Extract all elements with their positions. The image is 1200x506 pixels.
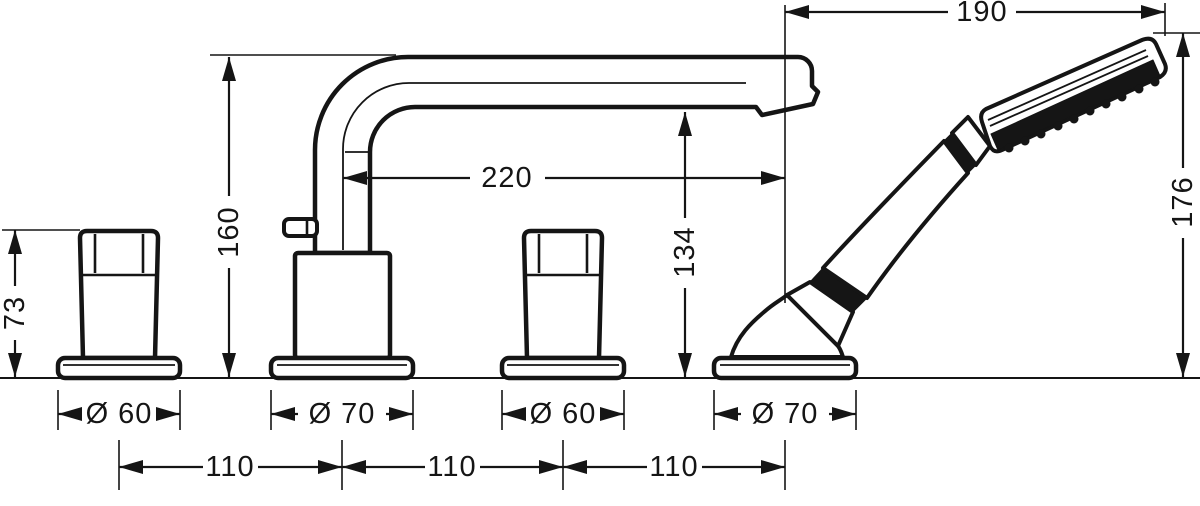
dimension-176: 176 [1167, 33, 1199, 377]
dia-label-2: Ø 70 [309, 398, 376, 430]
handle-left [55, 228, 183, 381]
dim-label-220: 220 [481, 162, 532, 194]
dia-label-3: Ø 60 [530, 398, 597, 430]
spacing-label-1: 110 [205, 451, 254, 483]
dim-label-190: 190 [956, 0, 1007, 28]
dim-label-73: 73 [0, 296, 31, 330]
dimension-110-2: 110 [342, 451, 563, 483]
dimension-110-1: 110 [119, 451, 342, 483]
spacing-label-2: 110 [427, 451, 476, 483]
dimension-220: 220 [343, 162, 785, 194]
spout-base-body [292, 250, 393, 361]
dimension-73: 73 [0, 230, 31, 377]
spout [268, 54, 821, 381]
spout-mid-line [342, 82, 746, 250]
handle-left-escutcheon [55, 355, 183, 381]
dimension-110-3: 110 [563, 451, 785, 483]
spout-diverter-knob [282, 217, 319, 238]
dimension-dia-60-right: Ø 60 [502, 398, 624, 430]
dimension-dia-70-shower: Ø 70 [714, 398, 856, 430]
spout-outline [312, 54, 821, 256]
shower-nozzle-bumps [1004, 77, 1160, 153]
dimension-dia-60-left: Ø 60 [58, 398, 180, 430]
dimension-190: 190 [785, 0, 1165, 28]
shower-holder-cone [729, 293, 845, 359]
hand-shower [711, 36, 1168, 381]
dia-label-1: Ø 60 [86, 398, 153, 430]
shower-handle-shaft [821, 139, 970, 300]
handle-right [499, 228, 627, 381]
spacing-label-3: 110 [649, 451, 698, 483]
handle-right-escutcheon [499, 355, 627, 381]
shower-escutcheon [711, 355, 859, 381]
dim-label-160: 160 [213, 206, 245, 257]
dimension-160: 160 [213, 57, 245, 377]
dimension-134: 134 [669, 112, 701, 377]
dia-label-4: Ø 70 [752, 398, 819, 430]
dim-label-176: 176 [1167, 176, 1199, 227]
dimension-dia-70-spout: Ø 70 [271, 398, 413, 430]
dim-label-134: 134 [669, 226, 701, 277]
spout-escutcheon [268, 355, 416, 381]
